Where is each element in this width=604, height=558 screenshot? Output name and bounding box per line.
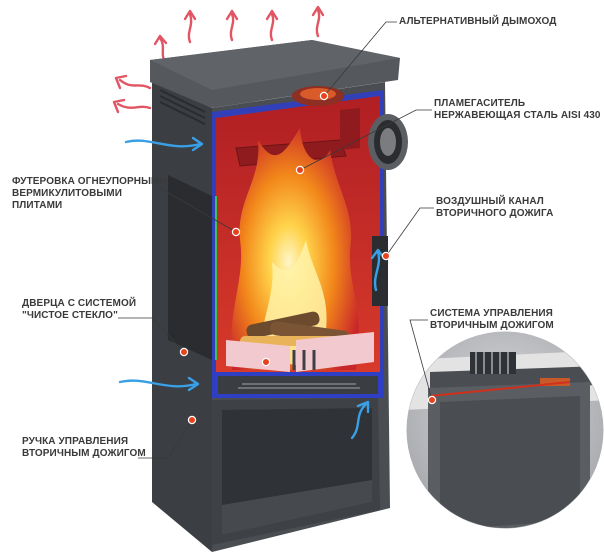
- label-line: РУЧКА УПРАВЛЕНИЯ: [22, 436, 129, 447]
- firebox: [212, 90, 388, 398]
- label-line: ВОЗДУШНЫЙ КАНАЛ: [436, 196, 544, 207]
- label-line: ПЛАМЕГАСИТЕЛЬ: [434, 98, 526, 109]
- hot-air-arrow: [183, 9, 197, 44]
- marker-dot: [381, 251, 391, 261]
- marker-dot: [179, 347, 189, 357]
- marker-dot: [231, 227, 241, 237]
- hot-air-arrow: [265, 9, 279, 42]
- label-line: ПЛИТАМИ: [12, 200, 63, 211]
- label-line: ВТОРИЧНОГО ДОЖИГА: [436, 208, 554, 219]
- cold-air-arrows: [118, 136, 386, 440]
- label-line: ВТОРИЧНЫМ ДОЖИГОМ: [22, 448, 146, 459]
- label-line: ВТОРИЧНЫМ ДОЖИГОМ: [430, 320, 554, 331]
- hot-air-arrow: [311, 5, 325, 38]
- label-line: "ЧИСТОЕ СТЕКЛО": [22, 310, 118, 321]
- label-flame-damper: ПЛАМЕГАСИТЕЛЬ НЕРЖАВЕЮЩАЯ СТАЛЬ AISI 430: [434, 98, 601, 122]
- hot-air-arrow: [225, 9, 239, 42]
- label-control-system: СИСТЕМА УПРАВЛЕНИЯ ВТОРИЧНЫМ ДОЖИГОМ: [430, 308, 554, 332]
- air-channel: [372, 236, 388, 306]
- markers: [179, 91, 437, 425]
- label-vermiculite-lining: ФУТЕРОВКА ОГНЕУПОРНЫМИ ВЕРМИКУЛИТОВЫМИ П…: [12, 176, 167, 212]
- label-line: ФУТЕРОВКА ОГНЕУПОРНЫМИ: [12, 176, 167, 187]
- label-air-channel: ВОЗДУШНЫЙ КАНАЛ ВТОРИЧНОГО ДОЖИГА: [436, 196, 553, 220]
- label-alternative-chimney: АЛЬТЕРНАТИВНЫЙ ДЫМОХОД: [399, 16, 556, 28]
- top-flue: [292, 86, 344, 106]
- marker-dot: [187, 415, 197, 425]
- control-system-inset: [403, 328, 604, 532]
- label-line: СИСТЕМА УПРАВЛЕНИЯ: [430, 308, 553, 319]
- marker-dot: [319, 91, 329, 101]
- cold-air-arrow: [124, 136, 204, 152]
- hot-air-arrow: [114, 74, 152, 90]
- hot-air-arrows: [112, 5, 325, 114]
- cold-air-arrow: [350, 400, 370, 440]
- marker-dot: [261, 357, 271, 367]
- cold-air-arrow: [118, 376, 200, 392]
- leader-lines: [118, 21, 434, 459]
- label-line: НЕРЖАВЕЮЩАЯ СТАЛЬ AISI 430: [434, 110, 601, 121]
- label-line: ВЕРМИКУЛИТОВЫМИ: [12, 188, 123, 199]
- hot-air-arrow: [112, 98, 152, 114]
- hot-air-arrow: [153, 34, 168, 64]
- rear-chimney: [368, 114, 408, 170]
- label-line: ДВЕРЦА С СИСТЕМОЙ: [22, 298, 137, 309]
- fire: [230, 128, 360, 370]
- marker-dot: [427, 395, 437, 405]
- label-clean-glass-door: ДВЕРЦА С СИСТЕМОЙ "ЧИСТОЕ СТЕКЛО": [22, 298, 136, 322]
- marker-dot: [295, 165, 305, 175]
- label-line: АЛЬТЕРНАТИВНЫЙ ДЫМОХОД: [399, 16, 557, 27]
- label-control-handle: РУЧКА УПРАВЛЕНИЯ ВТОРИЧНЫМ ДОЖИГОМ: [22, 436, 146, 460]
